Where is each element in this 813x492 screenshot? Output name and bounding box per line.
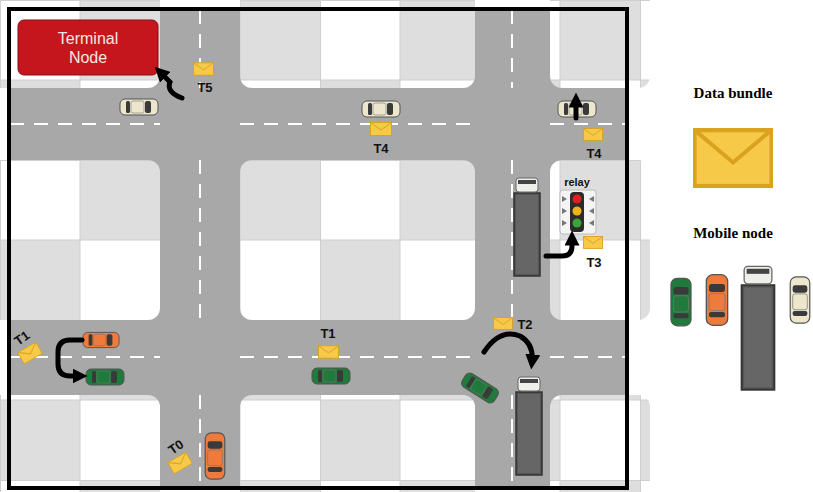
- bundle-label: T2: [517, 317, 532, 332]
- bundle-label: T4: [586, 146, 601, 161]
- node-label: Terminal Node: [45, 29, 131, 67]
- relay-label: relay: [564, 176, 590, 188]
- bundle-label: T1: [320, 326, 335, 341]
- legend-text: Mobile node: [693, 225, 773, 242]
- terminal-node: Terminal Node: [18, 20, 158, 75]
- bundle-label: T4: [373, 141, 388, 156]
- legend-text: Data bundle: [694, 85, 773, 102]
- bundle-label: T3: [586, 255, 601, 270]
- bundle-label: T5: [197, 80, 212, 95]
